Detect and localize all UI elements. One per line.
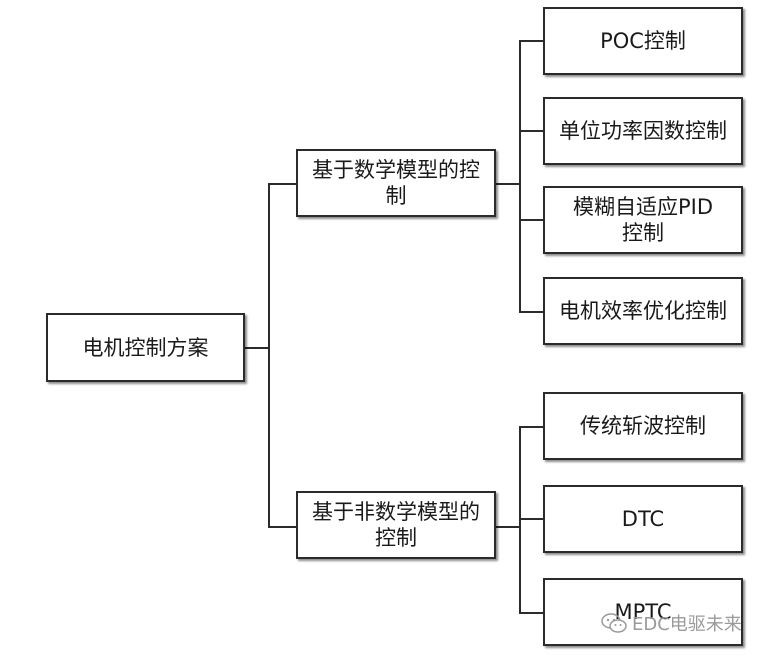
wechat-icon	[601, 613, 627, 633]
root-node-label: 电机控制方案	[82, 335, 209, 360]
leaf-node-label: 电机效率优化控制	[559, 299, 727, 323]
leaf-node-label: DTC	[621, 507, 665, 531]
connector-branch-1	[268, 183, 296, 185]
connector-leaf-1-4	[519, 311, 543, 313]
branch-node-label: 基于非数学模型的控制	[312, 500, 480, 550]
leaf-node-mptc: MPTC	[543, 578, 743, 646]
connector-leaf-2-2	[519, 518, 543, 520]
leaf-node-label: 模糊自适应PID控制	[572, 195, 714, 245]
leaf-node-dtc: DTC	[543, 485, 743, 553]
leaf-node-unity-power-factor: 单位功率因数控制	[543, 97, 743, 165]
connector-leaf-1-2	[519, 130, 543, 132]
watermark: EDC电驱未来	[600, 610, 742, 636]
watermark-text: EDC电驱未来	[632, 614, 742, 635]
connector-branch-2-out	[496, 526, 520, 528]
leaf-node-poc: POC控制	[543, 7, 743, 75]
leaf-node-efficiency-optimization: 电机效率优化控制	[543, 277, 743, 345]
connector-branch-1-spine	[519, 40, 521, 312]
connector-branch-2-spine	[519, 426, 521, 614]
connector-root-spine	[268, 183, 270, 527]
leaf-node-chopper: 传统斩波控制	[543, 392, 743, 460]
connector-leaf-2-3	[519, 612, 543, 614]
leaf-node-fuzzy-pid: 模糊自适应PID控制	[543, 186, 743, 254]
branch-node-label: 基于数学模型的控制	[312, 158, 480, 208]
branch-node-model-based: 基于数学模型的控制	[296, 149, 496, 217]
connector-branch-2	[268, 526, 296, 528]
leaf-node-label: MPTC	[614, 600, 672, 624]
connector-leaf-2-1	[519, 426, 543, 428]
connector-root	[245, 347, 269, 349]
branch-node-non-model-based: 基于非数学模型的控制	[296, 491, 496, 559]
connector-branch-1-out	[496, 183, 520, 185]
root-node: 电机控制方案	[46, 313, 245, 382]
leaf-node-label: 单位功率因数控制	[559, 119, 727, 143]
connector-leaf-1-3	[519, 219, 543, 221]
leaf-node-label: POC控制	[600, 29, 686, 53]
leaf-node-label: 传统斩波控制	[580, 414, 706, 438]
connector-leaf-1-1	[519, 40, 543, 42]
